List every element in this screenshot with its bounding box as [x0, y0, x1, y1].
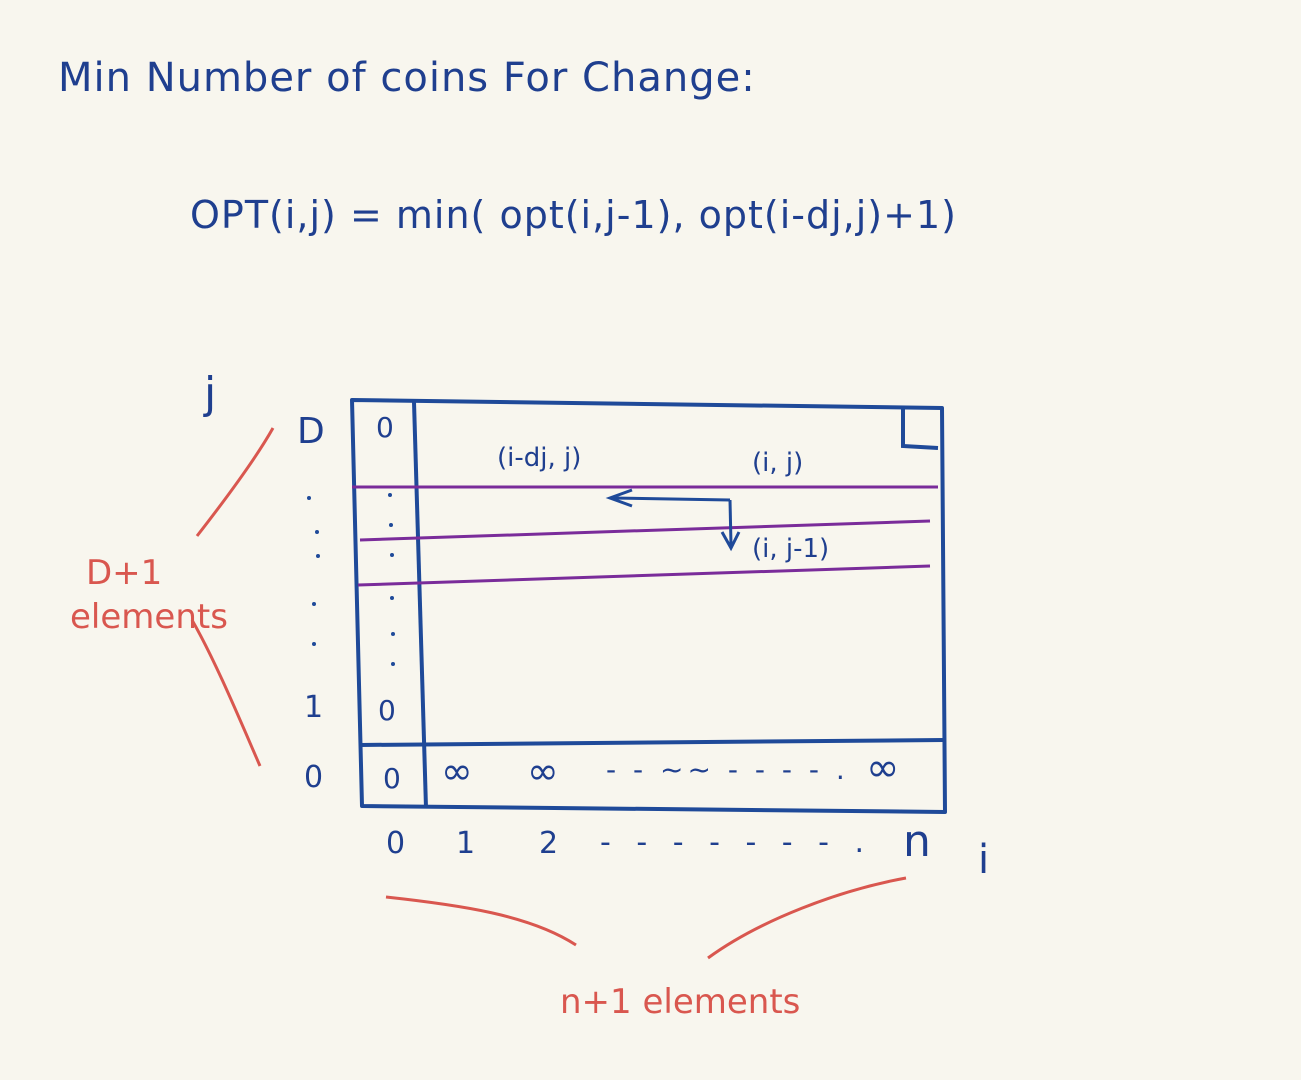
rows-brace-upper	[195, 427, 275, 537]
col-label-0: 0	[386, 826, 406, 861]
row-0-divider	[359, 738, 945, 747]
table-border	[350, 398, 947, 814]
rows-count-label-top: D+1	[86, 553, 163, 593]
col-label-n: n	[903, 816, 931, 867]
cell-row0-dots: - - ~~ - - - - .	[606, 753, 849, 786]
rows-count-label-bottom: elements	[70, 597, 228, 637]
row-line-j-minus-2	[357, 564, 931, 587]
rows-brace-lower	[190, 619, 262, 767]
col-label-dots: - - - - - - - .	[600, 825, 873, 860]
label-i-j: (i, j)	[752, 448, 804, 478]
cell-0-D: 0	[376, 411, 394, 444]
row-line-j-minus-1	[359, 519, 931, 542]
recurrence-formula: OPT(i,j) = min( opt(i,j-1), opt(i-dj,j)+…	[190, 193, 957, 237]
cell-0-1: 0	[378, 694, 396, 727]
row-label-1: 1	[304, 690, 324, 725]
page-title: Min Number of coins For Change:	[58, 55, 756, 101]
label-i-j-minus-1: (i, j-1)	[752, 534, 830, 564]
cols-brace-right	[707, 876, 907, 960]
arrow-down-shaft	[728, 499, 733, 546]
arrow-left-shaft	[611, 496, 731, 502]
row-label-dots	[307, 496, 320, 646]
col-label-2: 2	[539, 826, 559, 861]
cols-count-label: n+1 elements	[560, 982, 801, 1022]
cell-2-0: ∞	[527, 749, 559, 793]
cell-n-0: ∞	[866, 745, 900, 791]
column-0-dots	[388, 493, 395, 666]
cols-brace-left	[385, 895, 577, 947]
label-i-minus-dj-j: (i-dj, j)	[497, 443, 582, 473]
corner-cell-mark	[901, 408, 939, 450]
axis-j-label: j	[204, 368, 217, 419]
row-label-d: D	[297, 411, 325, 452]
column-0-divider	[412, 401, 428, 809]
cell-1-0: ∞	[441, 749, 473, 793]
arrow-left-head	[605, 488, 633, 508]
col-label-1: 1	[456, 826, 476, 861]
arrow-down-head	[720, 531, 741, 552]
cell-0-0: 0	[383, 762, 401, 795]
row-label-0: 0	[304, 760, 324, 795]
axis-i-label: i	[978, 837, 990, 883]
